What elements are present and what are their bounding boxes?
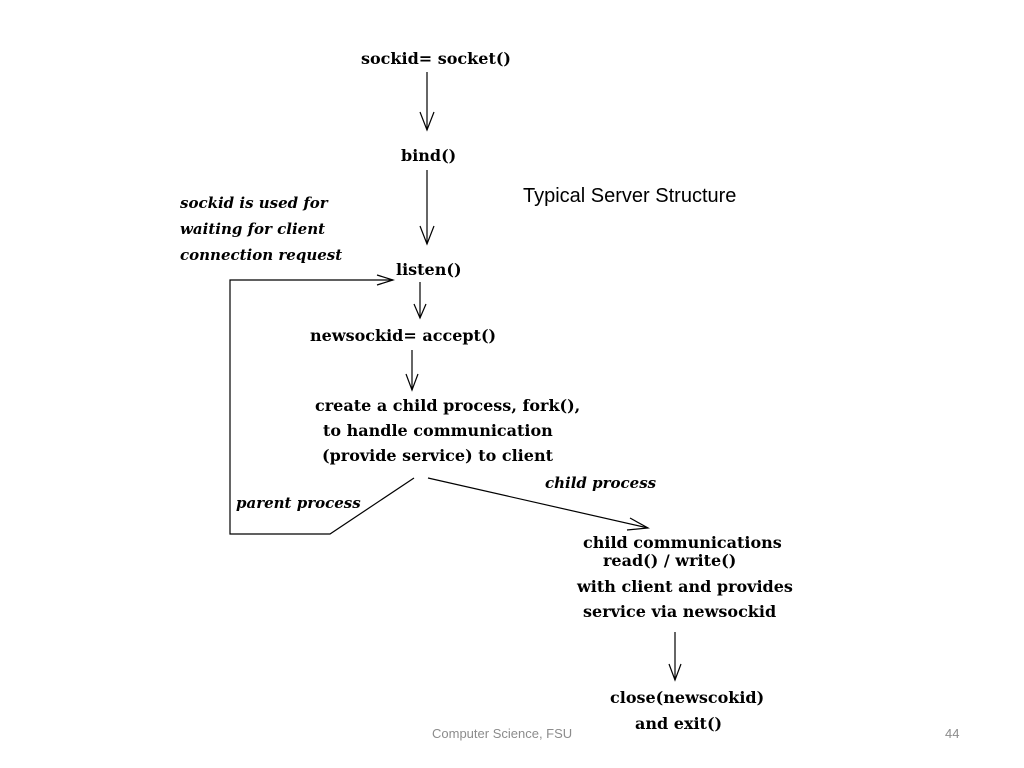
child-comm-line: service via newsockid [583, 602, 777, 621]
arrow-child-process [427, 477, 649, 529]
arrowhead-socket-to-bind [419, 111, 435, 132]
sockid-note-line: sockid is used for [180, 194, 328, 212]
slide-title: Typical Server Structure [523, 185, 737, 207]
child-comm-line: with client and provides [577, 577, 793, 596]
bind-node: bind() [401, 146, 457, 165]
child-comm-line: read() / write() [603, 551, 737, 570]
page-number: 44 [945, 726, 960, 741]
arrowhead-bind-to-listen [419, 225, 435, 246]
fork-node-line: to handle communication [323, 421, 553, 440]
fork-node-line: (provide service) to client [322, 446, 553, 465]
sockid-note-line: waiting for client [180, 220, 326, 238]
parent-loop-line [229, 279, 415, 535]
arrowhead-child-process [626, 517, 650, 531]
accept-node: newsockid= accept() [310, 326, 497, 345]
close-node-line: close(newscokid) [610, 688, 765, 707]
child-comm-line: child communications [583, 533, 782, 552]
parent-process-label: parent process [236, 494, 361, 512]
fork-node-line: create a child process, fork(), [315, 396, 581, 415]
arrowhead-listen-to-accept [413, 303, 427, 320]
sockid-note-line: connection request [180, 246, 343, 264]
socket-node: sockid= socket() [361, 49, 511, 68]
close-node-line: and exit() [635, 714, 723, 733]
listen-node: listen() [396, 260, 462, 279]
arrowhead-parent-loop [376, 274, 396, 286]
slide-footer: Computer Science, FSU [432, 726, 573, 741]
arrowhead-child-to-close [668, 663, 682, 682]
arrowhead-accept-to-fork [405, 373, 419, 392]
child-process-label: child process [545, 474, 657, 492]
